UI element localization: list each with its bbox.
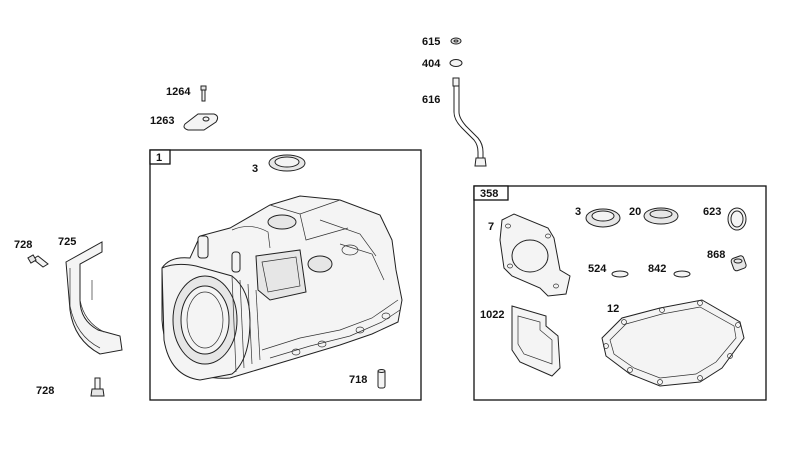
callout-842: 842 (648, 263, 666, 275)
part-868-plug (730, 255, 747, 272)
dipstick-group: 615 404 616 (422, 36, 487, 167)
part-623-ring (727, 207, 747, 231)
part-1263-bracket (183, 113, 219, 131)
part-725-shield (65, 241, 123, 355)
part-718-dowel-pin (377, 369, 386, 389)
part-1264-screw (200, 85, 207, 102)
callout-728-top: 728 (14, 239, 32, 251)
part-728-bolt-bottom (90, 377, 105, 397)
part-524-oring (611, 270, 629, 278)
callout-868: 868 (707, 249, 725, 261)
callout-1263: 1263 (150, 115, 174, 127)
callout-3-seal-right: 3 (575, 206, 581, 218)
callout-725: 725 (58, 236, 76, 248)
box-358-tab-label: 358 (480, 188, 498, 200)
callout-1022: 1022 (480, 309, 504, 321)
part-404-oring (449, 59, 463, 67)
part-616-dipstick-tube (452, 77, 487, 167)
part-842-oring (673, 270, 691, 278)
part-728-bolt-top (27, 254, 49, 268)
callout-12: 12 (607, 303, 619, 315)
part-1022-gasket (511, 305, 561, 377)
part-3-oil-seal-kit (585, 208, 621, 228)
cylinder-assembly-box: 1 3 (149, 149, 422, 401)
part-615-cap (450, 37, 462, 45)
callout-728-bottom: 728 (36, 385, 54, 397)
part-cylinder-block (161, 195, 403, 381)
callout-623: 623 (703, 206, 721, 218)
callout-7: 7 (488, 221, 494, 233)
box-1-tab-label: 1 (156, 152, 162, 164)
part-7-head-gasket (499, 213, 571, 297)
callout-524: 524 (588, 263, 607, 275)
bracket-group: 1264 1263 (150, 85, 219, 131)
callout-3-seal-left: 3 (252, 163, 258, 175)
gasket-set-box: 358 3 20 623 7 524 842 (473, 185, 767, 401)
part-3-oil-seal (268, 154, 306, 172)
callout-1264: 1264 (166, 86, 191, 98)
callout-404: 404 (422, 58, 441, 70)
callout-20: 20 (629, 206, 641, 218)
part-20-seal (643, 207, 679, 225)
part-12-crankcase-gasket (601, 299, 745, 387)
callout-615: 615 (422, 36, 440, 48)
callout-718: 718 (349, 374, 367, 386)
shield-group: 728 725 728 (14, 236, 123, 397)
callout-616: 616 (422, 94, 440, 106)
